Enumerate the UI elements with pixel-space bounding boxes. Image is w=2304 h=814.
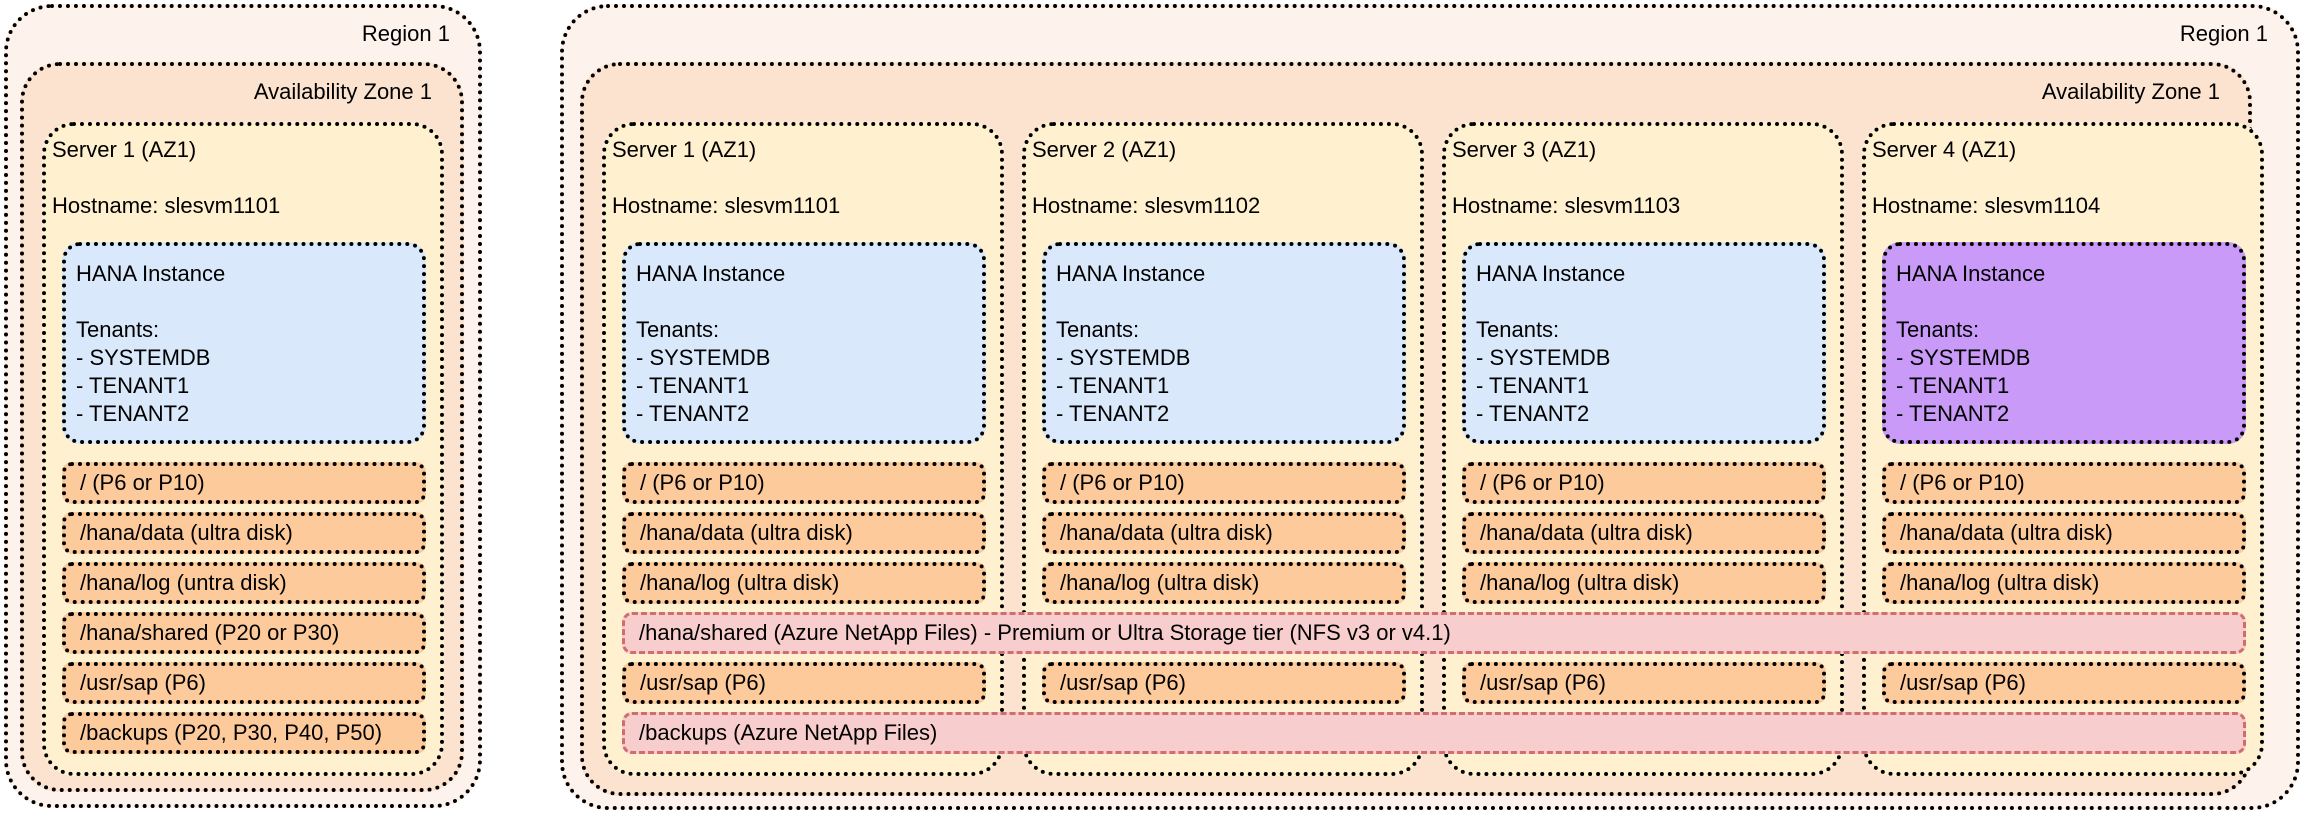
right-server-2-disk-usr-sap: /usr/sap (P6): [1042, 662, 1406, 704]
right-server-1-disk-root: / (P6 or P10): [622, 462, 986, 504]
tenant-item: - SYSTEMDB: [76, 345, 211, 370]
server-name: Server 2 (AZ1): [1032, 137, 1177, 162]
disk-label: /hana/data (ultra disk): [1480, 520, 1693, 545]
right-server-3-disk-root: / (P6 or P10): [1462, 462, 1826, 504]
tenant-item: - TENANT1: [1056, 373, 1170, 398]
disk-label: /usr/sap (P6): [1060, 670, 1186, 695]
left-hana-instance: HANA Instance Tenants: - SYSTEMDB - TENA…: [62, 242, 426, 444]
right-server-1-disk-data: /hana/data (ultra disk): [622, 512, 986, 554]
disk-label: /hana/log (ultra disk): [640, 570, 840, 595]
right-server-1-hana-instance: HANA Instance Tenants: - SYSTEMDB - TENA…: [622, 242, 986, 444]
tenant-item: - TENANT2: [1056, 401, 1170, 426]
tenant-item: - SYSTEMDB: [636, 345, 771, 370]
server-hostname: Hostname: slesvm1101: [52, 193, 281, 218]
disk-label: / (P6 or P10): [1480, 470, 1605, 495]
right-server-3-disk-data: /hana/data (ultra disk): [1462, 512, 1826, 554]
server-hostname: Hostname: slesvm1101: [612, 193, 841, 218]
right-server-3-disk-usr-sap: /usr/sap (P6): [1462, 662, 1826, 704]
hana-title: HANA Instance: [76, 261, 226, 286]
tenant-item: - TENANT1: [636, 373, 750, 398]
tenant-item: - TENANT2: [1476, 401, 1590, 426]
server-name: Server 4 (AZ1): [1872, 137, 2017, 162]
disk-label: /backups (P20, P30, P40, P50): [80, 720, 383, 745]
tenants-label: Tenants:: [1476, 317, 1560, 342]
left-disk-data: /hana/data (ultra disk): [62, 512, 426, 554]
right-server-2-hana-instance: HANA Instance Tenants: - SYSTEMDB - TENA…: [1042, 242, 1406, 444]
hana-title: HANA Instance: [1476, 261, 1626, 286]
disk-label: /hana/shared (P20 or P30): [80, 620, 340, 645]
disk-label: /hana/data (ultra disk): [1060, 520, 1273, 545]
server-name: Server 1 (AZ1): [612, 137, 757, 162]
server-name: Server 1 (AZ1): [52, 137, 197, 162]
tenant-item: - TENANT2: [76, 401, 190, 426]
right-server-1-disk-usr-sap: /usr/sap (P6): [622, 662, 986, 704]
disk-label: /usr/sap (P6): [1900, 670, 2026, 695]
left-disk-usr-sap: /usr/sap (P6): [62, 662, 426, 704]
hana-title: HANA Instance: [1056, 261, 1206, 286]
shared-label: /backups (Azure NetApp Files): [639, 720, 938, 745]
right-server-3-hana-instance: HANA Instance Tenants: - SYSTEMDB - TENA…: [1462, 242, 1826, 444]
server-name: Server 3 (AZ1): [1452, 137, 1597, 162]
left-region-label: Region 1: [361, 21, 450, 46]
right-server-4-disk-root: / (P6 or P10): [1882, 462, 2246, 504]
right-server-3-disk-log: /hana/log (ultra disk): [1462, 562, 1826, 604]
tenants-label: Tenants:: [76, 317, 160, 342]
disk-label: /usr/sap (P6): [640, 670, 766, 695]
shared-label: /hana/shared (Azure NetApp Files) - Prem…: [639, 620, 1451, 645]
disk-label: /hana/log (ultra disk): [1900, 570, 2100, 595]
left-disk-shared: /hana/shared (P20 or P30): [62, 612, 426, 654]
left-disk-root: / (P6 or P10): [62, 462, 426, 504]
tenant-item: - TENANT1: [76, 373, 190, 398]
tenant-item: - SYSTEMDB: [1476, 345, 1611, 370]
right-server-4-disk-data: /hana/data (ultra disk): [1882, 512, 2246, 554]
disk-label: /usr/sap (P6): [1480, 670, 1606, 695]
tenant-item: - TENANT2: [1896, 401, 2010, 426]
right-server-2-disk-data: /hana/data (ultra disk): [1042, 512, 1406, 554]
tenant-item: - SYSTEMDB: [1056, 345, 1191, 370]
server-hostname: Hostname: slesvm1104: [1872, 193, 2101, 218]
right-az-label: Availability Zone 1: [2041, 79, 2220, 104]
disk-label: /hana/log (ultra disk): [1060, 570, 1260, 595]
right-server-4-hana-instance: HANA Instance Tenants: - SYSTEMDB - TENA…: [1882, 242, 2246, 444]
right-server-4-disk-log: /hana/log (ultra disk): [1882, 562, 2246, 604]
tenant-item: - TENANT1: [1896, 373, 2010, 398]
right-server-2-disk-root: / (P6 or P10): [1042, 462, 1406, 504]
shared-backups-anf: /backups (Azure NetApp Files): [622, 712, 2246, 754]
disk-label: /hana/log (ultra disk): [1480, 570, 1680, 595]
left-disk-backups: /backups (P20, P30, P40, P50): [62, 712, 426, 754]
disk-label: /usr/sap (P6): [80, 670, 206, 695]
left-az-label: Availability Zone 1: [253, 79, 432, 104]
disk-label: / (P6 or P10): [1060, 470, 1185, 495]
shared-hana-anf: /hana/shared (Azure NetApp Files) - Prem…: [622, 612, 2246, 654]
hana-title: HANA Instance: [636, 261, 786, 286]
disk-label: /hana/data (ultra disk): [1900, 520, 2113, 545]
tenant-item: - SYSTEMDB: [1896, 345, 2031, 370]
disk-label: /hana/data (ultra disk): [640, 520, 853, 545]
server-hostname: Hostname: slesvm1103: [1452, 193, 1681, 218]
tenants-label: Tenants:: [1896, 317, 1980, 342]
disk-label: / (P6 or P10): [1900, 470, 2025, 495]
tenant-item: - TENANT1: [1476, 373, 1590, 398]
tenant-item: - TENANT2: [636, 401, 750, 426]
tenants-label: Tenants:: [636, 317, 720, 342]
tenants-label: Tenants:: [1056, 317, 1140, 342]
disk-label: / (P6 or P10): [80, 470, 205, 495]
right-server-2-disk-log: /hana/log (ultra disk): [1042, 562, 1406, 604]
disk-label: /hana/log (untra disk): [80, 570, 287, 595]
right-server-4-disk-usr-sap: /usr/sap (P6): [1882, 662, 2246, 704]
hana-title: HANA Instance: [1896, 261, 2046, 286]
right-server-1-disk-log: /hana/log (ultra disk): [622, 562, 986, 604]
server-hostname: Hostname: slesvm1102: [1032, 193, 1261, 218]
disk-label: /hana/data (ultra disk): [80, 520, 293, 545]
disk-label: / (P6 or P10): [640, 470, 765, 495]
left-disk-log: /hana/log (untra disk): [62, 562, 426, 604]
right-region-label: Region 1: [2179, 21, 2268, 46]
